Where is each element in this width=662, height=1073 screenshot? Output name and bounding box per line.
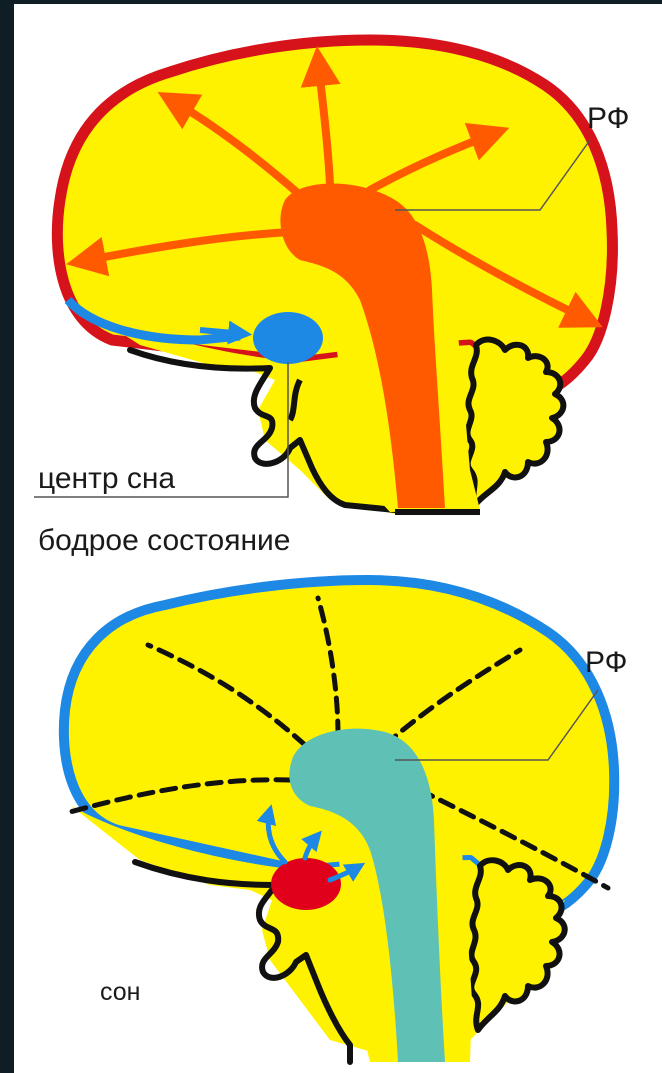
sleep-cerebellum [471, 860, 564, 1030]
sleep-sleep-center [271, 858, 341, 910]
awake-sleep-center-label: центр сна [38, 462, 175, 495]
awake-cerebellum [467, 340, 563, 505]
sleep-rf-label: РФ [585, 646, 627, 679]
awake-sleep-center [253, 312, 323, 364]
awake-rf-label: РФ [587, 102, 629, 135]
awake-brain: РФ центр сна бодрое состояние [34, 40, 629, 557]
sleep-state-label: сон [100, 978, 141, 1006]
awake-state-label: бодрое состояние [38, 524, 290, 557]
sleep-brain: РФ сон [64, 580, 628, 1062]
